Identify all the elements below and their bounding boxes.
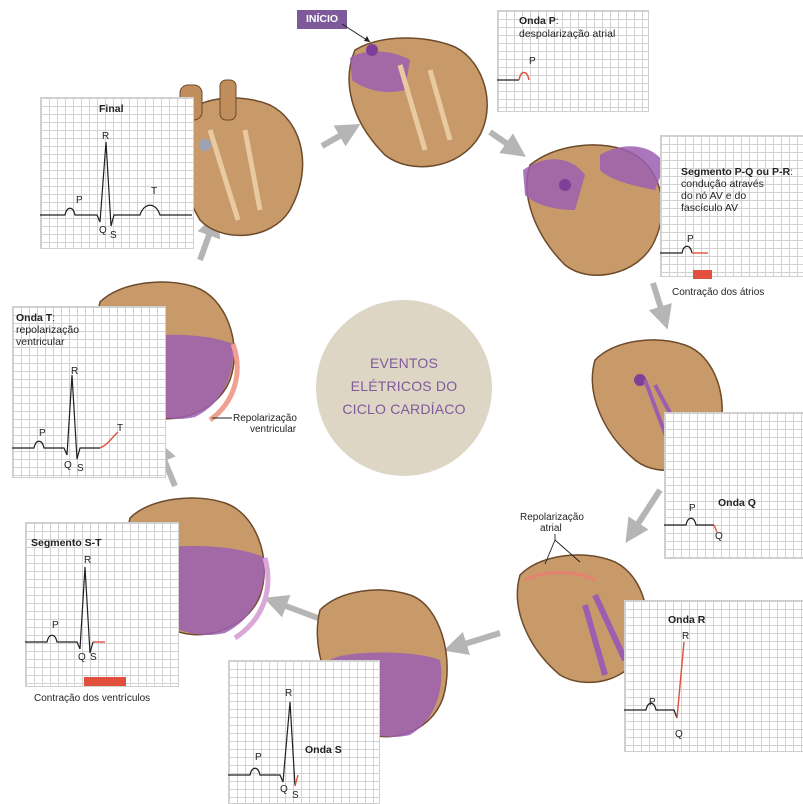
st-mark-p: P (52, 620, 59, 631)
ecg-trace-p-wave (497, 55, 647, 95)
t-wave-desc-1: repolarização (16, 324, 79, 336)
ecg-trace-final (40, 130, 192, 240)
r-wave-title: Onda R (668, 614, 705, 626)
atrial-repol-pointer (535, 534, 595, 569)
p-wave-title: Onda P (519, 15, 556, 27)
s-wave-mark-r: R (285, 688, 292, 699)
s-wave-mark-q: Q (280, 784, 288, 795)
arrow-q-to-r (632, 490, 660, 533)
p-wave-label: Onda P: (519, 15, 559, 27)
st-title: Segmento S-T (31, 537, 102, 549)
ecg-trace-t (12, 365, 164, 470)
s-wave-mark-s: S (292, 790, 299, 801)
final-mark-q: Q (99, 225, 107, 236)
final-mark-t: T (151, 186, 157, 197)
vent-repol-label-2: ventricular (250, 424, 296, 436)
ecg-trace-st (25, 555, 177, 665)
pq-title: Segmento P-Q ou P-R (681, 166, 790, 178)
heart-illustration-pq (515, 125, 675, 285)
ventricular-contraction-bar (84, 677, 126, 686)
st-mark-s: S (90, 652, 97, 663)
final-mark-s: S (110, 230, 117, 241)
s-wave-mark-p: P (255, 752, 262, 763)
r-wave-label: Onda R (668, 614, 705, 626)
t-wave-mark-r: R (71, 366, 78, 377)
st-mark-q: Q (78, 652, 86, 663)
ecg-trace-s (228, 690, 378, 800)
ecg-trace-pq (660, 235, 803, 265)
pq-desc-1: condução através (681, 178, 764, 190)
ecg-trace-r (624, 630, 803, 740)
arrow-pq-to-q (653, 283, 664, 318)
vent-repol-pointer (212, 413, 234, 423)
st-mark-r: R (84, 555, 91, 566)
q-wave-mark-p: P (689, 503, 696, 514)
pq-label: Segmento P-Q ou P-R: (681, 166, 793, 178)
t-wave-sep: : (52, 312, 55, 324)
t-wave-mark-s: S (77, 463, 84, 474)
arrow-r-to-s (455, 633, 500, 647)
st-caption: Contração dos ventrículos (34, 693, 150, 705)
p-wave-sep: : (556, 15, 559, 27)
final-title: Final (99, 103, 124, 115)
q-wave-mark-q: Q (715, 531, 723, 542)
final-mark-r: R (102, 131, 109, 142)
r-wave-mark-q: Q (675, 729, 683, 740)
pq-caption: Contração dos átrios (672, 287, 764, 299)
final-label: Final (99, 103, 124, 115)
atrial-contraction-bar (693, 270, 712, 279)
t-wave-desc-2: ventricular (16, 336, 64, 348)
p-wave-desc: despolarização atrial (519, 28, 615, 40)
t-wave-title: Onda T (16, 312, 52, 324)
pq-desc-2: do nó AV e do (681, 190, 746, 202)
ecg-trace-q (664, 505, 803, 545)
st-label: Segmento S-T (31, 537, 102, 549)
r-wave-mark-r: R (682, 631, 689, 642)
r-wave-mark-p: P (649, 697, 656, 708)
start-pointer (340, 22, 380, 47)
t-wave-mark-p: P (39, 428, 46, 439)
pq-mark-p: P (687, 234, 694, 245)
final-mark-p: P (76, 195, 83, 206)
t-wave-label: Onda T: (16, 312, 55, 324)
p-wave-mark-p: P (529, 56, 536, 67)
t-wave-mark-q: Q (64, 460, 72, 471)
pq-sep: : (790, 166, 793, 178)
t-wave-mark-t: T (117, 423, 123, 434)
pq-desc-3: fascículo AV (681, 202, 738, 214)
